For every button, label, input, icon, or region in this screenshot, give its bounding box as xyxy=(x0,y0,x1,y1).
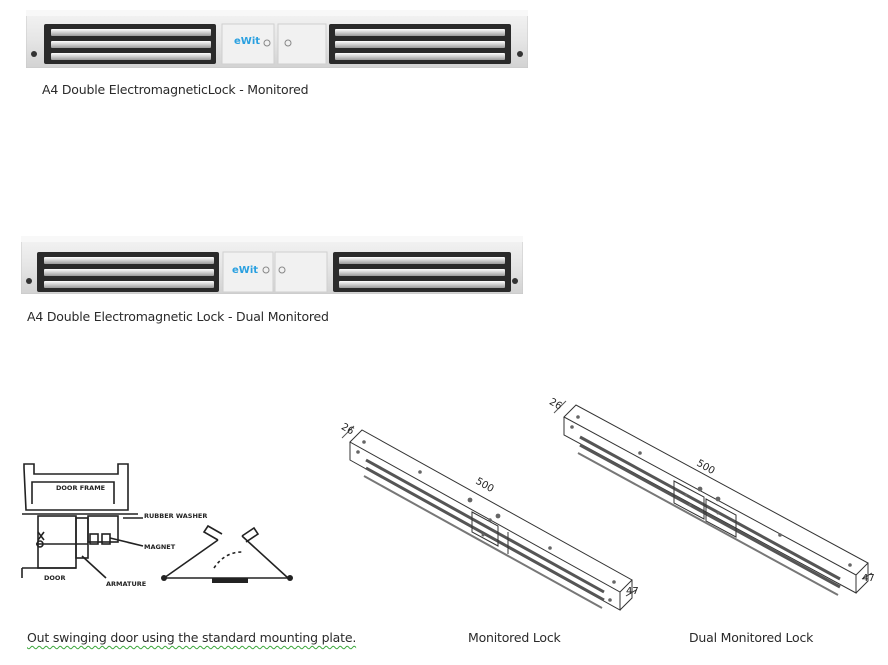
installation-diagram xyxy=(21,463,293,583)
dim-height-1: 47 xyxy=(626,586,639,597)
label-magnet: MAGNET xyxy=(144,543,176,551)
lock-photo-dual-monitored xyxy=(21,236,523,294)
dim-height-2: 47 xyxy=(862,573,875,584)
brand-logo-2: eWit xyxy=(232,265,259,276)
label-rubber-washer: RUBBER WASHER xyxy=(144,512,208,520)
caption-monitored-lock: Monitored Lock xyxy=(468,630,561,645)
caption-installation: Out swinging door using the standard mou… xyxy=(27,630,357,645)
caption-dual-monitored-lock: Dual Monitored Lock xyxy=(689,630,814,645)
brand-logo-1: eWit xyxy=(234,36,261,47)
drawing-dual-monitored-lock xyxy=(553,400,873,596)
label-door-frame: DOOR FRAME xyxy=(56,484,106,492)
label-armature: ARMATURE xyxy=(106,580,147,588)
caption-monitored-lock-photo: A4 Double ElectromagneticLock - Monitore… xyxy=(42,82,309,97)
label-door: DOOR xyxy=(44,574,66,582)
lock-photo-monitored xyxy=(26,10,528,68)
caption-dual-monitored-lock-photo: A4 Double Electromagnetic Lock - Dual Mo… xyxy=(27,309,329,324)
drawing-monitored-lock xyxy=(341,425,637,611)
